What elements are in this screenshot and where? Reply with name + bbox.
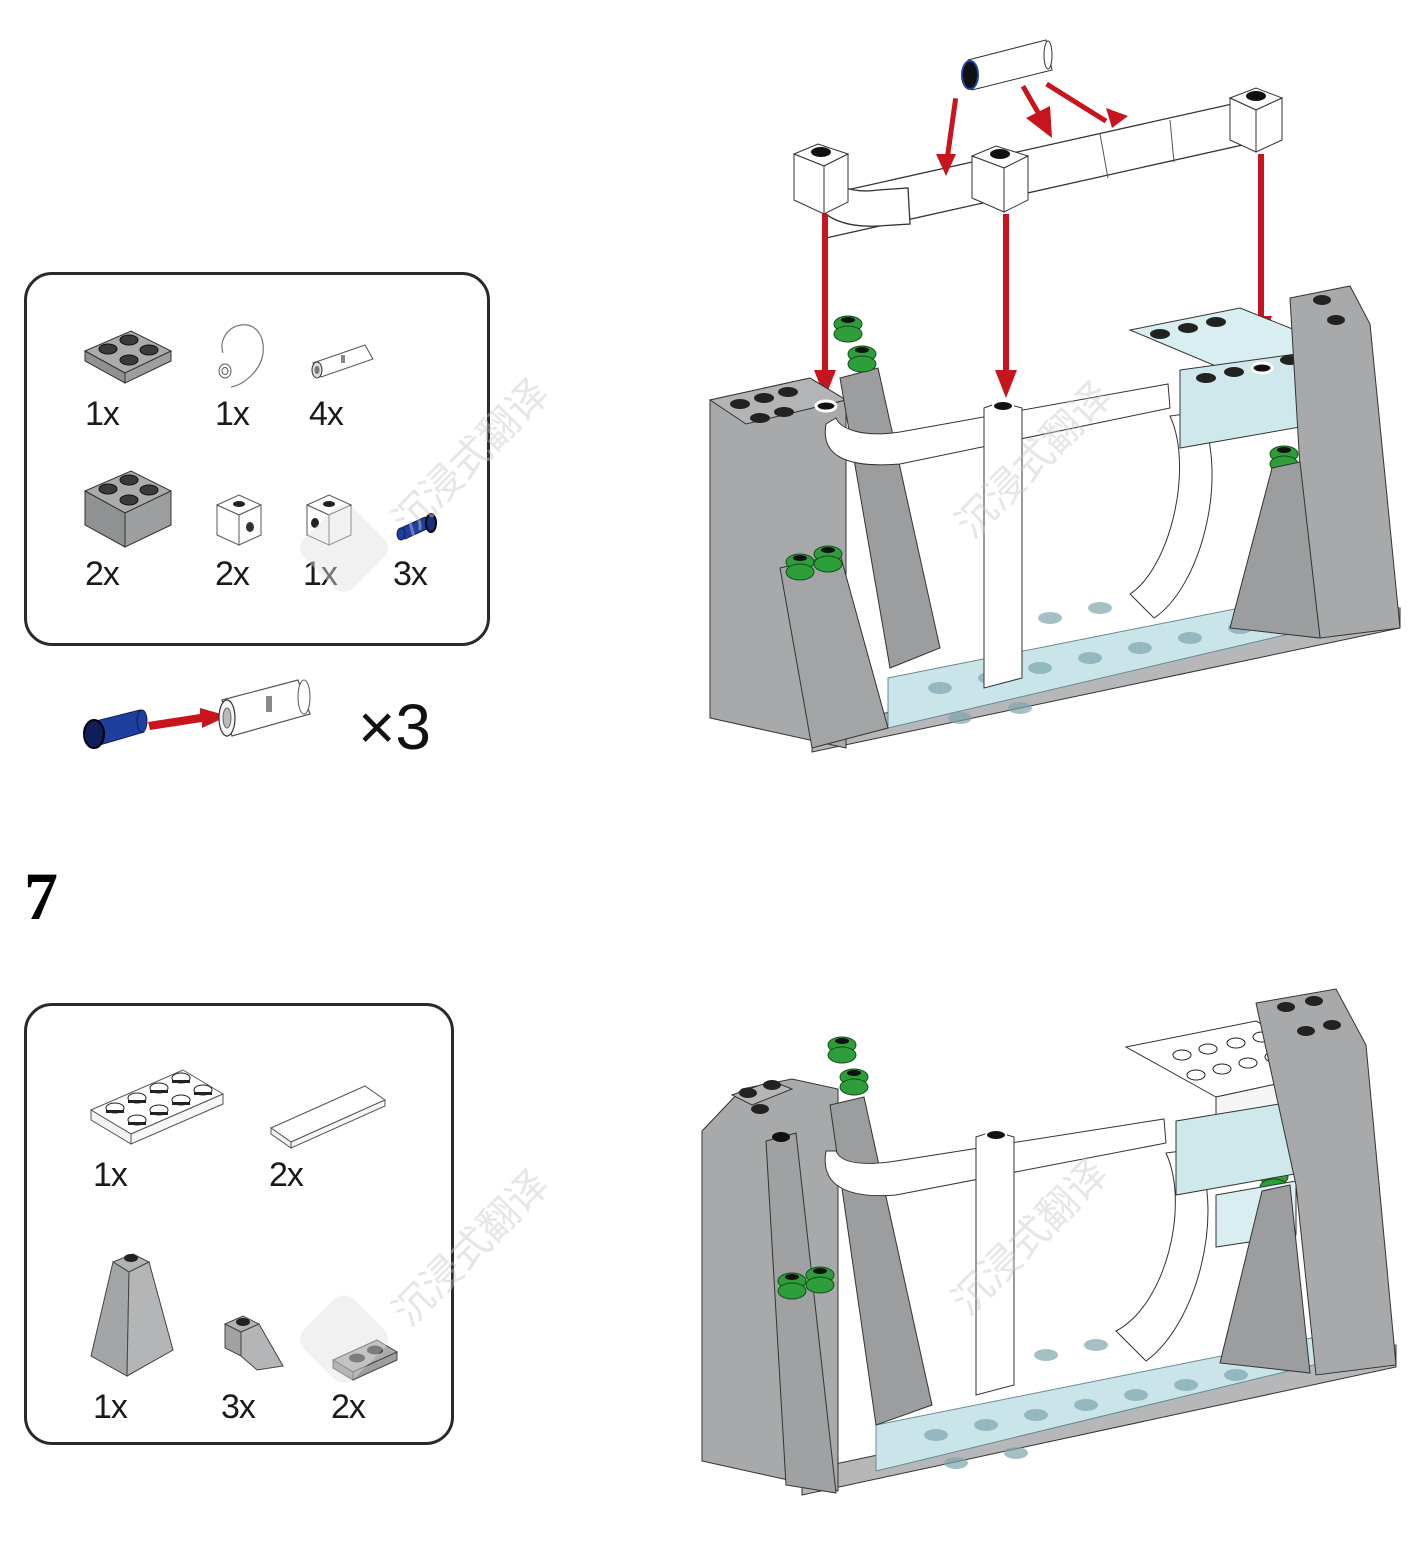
slope-2x2x3-gray-icon bbox=[87, 1246, 177, 1386]
qty-label: 3x bbox=[221, 1388, 256, 1426]
qty-label: 1x bbox=[93, 1156, 128, 1194]
brick-1x1-stud-side-icon bbox=[215, 491, 265, 547]
technic-pin-blue-icon bbox=[395, 511, 441, 545]
tile-1x4-white-icon bbox=[267, 1082, 391, 1152]
qty-label: 2x bbox=[215, 555, 250, 593]
qty-label: 2x bbox=[269, 1156, 304, 1194]
step-number: 7 bbox=[24, 858, 58, 934]
pipe-connector-icon bbox=[307, 341, 377, 381]
qty-label: 1x bbox=[85, 395, 120, 433]
technic-pin-blue-icon bbox=[83, 709, 148, 749]
brick-2x2-gray-icon bbox=[83, 467, 173, 553]
rock-structure-complete bbox=[701, 988, 1397, 1496]
pipe-connector-icon bbox=[218, 679, 311, 737]
bent-tube-icon bbox=[213, 323, 273, 393]
multiplier-label: ×3 bbox=[358, 691, 431, 763]
qty-label: 1x bbox=[215, 395, 250, 433]
parts-box-step-7: 1x 2x 1x 3x bbox=[24, 1003, 558, 1445]
brick-1x1-stud-side-left-icon bbox=[305, 491, 355, 547]
qty-label: 1x bbox=[303, 555, 338, 593]
model-step-7: 沉浸式翻译 bbox=[696, 985, 1406, 1505]
parts-box-step-6: 1x 1x 4x 2x bbox=[24, 272, 558, 646]
plate-2x2-gray-icon bbox=[83, 327, 173, 397]
sub-assembly-pin-connector bbox=[70, 670, 470, 780]
watermark-text: 沉浸式翻译 bbox=[384, 1161, 559, 1336]
plate-2x4-white-icon bbox=[87, 1064, 227, 1154]
arrow-icon bbox=[148, 708, 228, 730]
qty-label: 3x bbox=[393, 555, 428, 593]
qty-label: 2x bbox=[331, 1388, 366, 1426]
slope-1x2-gray-icon bbox=[221, 1312, 287, 1374]
plate-1x2-gray-icon bbox=[329, 1334, 401, 1384]
rock-structure bbox=[708, 285, 1402, 753]
pipe-assembly bbox=[792, 39, 1284, 239]
model-step-6: 沉浸式翻译 bbox=[700, 28, 1410, 768]
qty-label: 4x bbox=[309, 395, 344, 433]
qty-label: 2x bbox=[85, 555, 120, 593]
qty-label: 1x bbox=[93, 1388, 128, 1426]
